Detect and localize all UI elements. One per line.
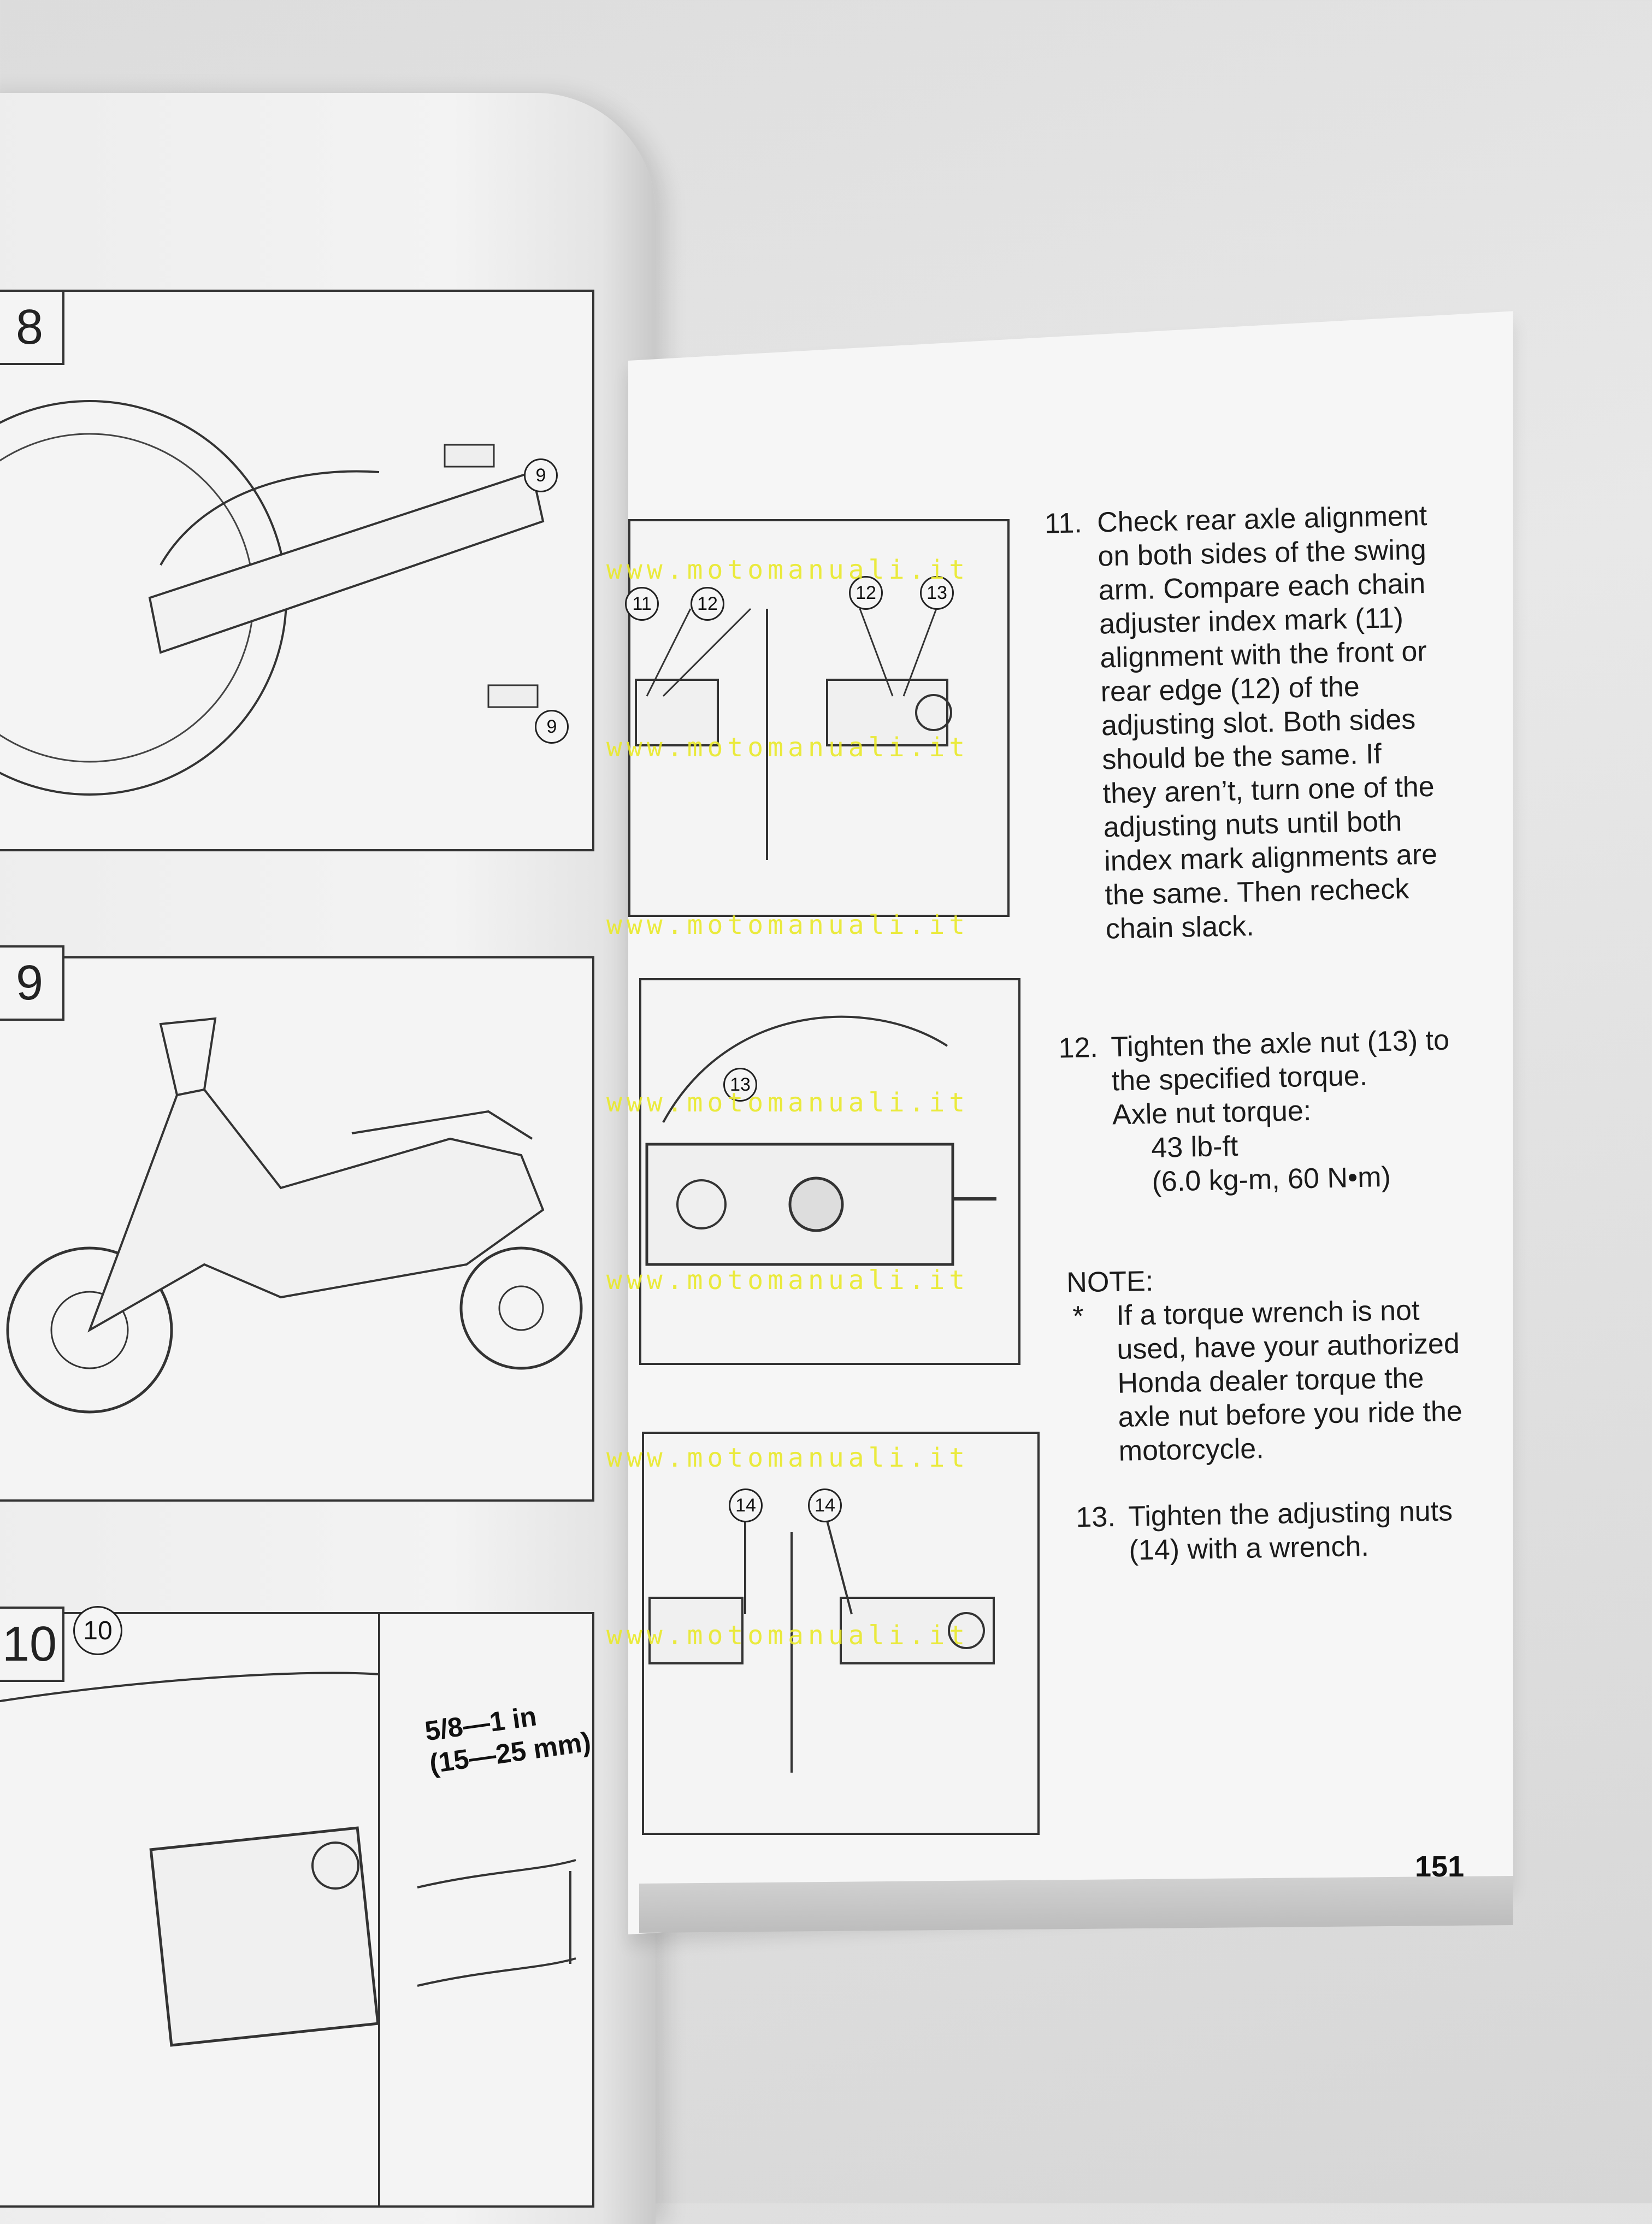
callout-12-left: 12	[691, 587, 724, 621]
page-edge	[639, 1876, 1513, 1933]
step-11-number: 11.	[1044, 507, 1083, 540]
callout-9-top: 9	[524, 458, 558, 492]
note-block: NOTE: * If a torque wrench is not used, …	[1066, 1259, 1474, 1469]
torque-metric: (6.0 kg-m, 60 N•m)	[1152, 1161, 1391, 1198]
step-11-text: Check rear axle alignment on both sides …	[1096, 499, 1438, 945]
axle-alignment-figure: 11 12 12 13	[625, 519, 1010, 917]
step-11: 11. Check rear axle alignment on both si…	[1045, 499, 1447, 948]
callout-12-right: 12	[849, 576, 883, 610]
figure-8-drawing	[0, 400, 545, 796]
page-number: 151	[1415, 1850, 1465, 1883]
callout-11: 11	[625, 587, 659, 621]
figure-8-number: 8	[0, 290, 64, 365]
callout-9-bottom: 9	[535, 710, 569, 744]
figure-10: 10 5/8—1 in (15—25 mm)	[0, 1606, 594, 2208]
torque-spec: Axle nut torque: 43 lb-ft (6.0 kg-m, 60 …	[1112, 1091, 1455, 1199]
callout-14-right: 14	[808, 1488, 842, 1522]
callout-13-top: 13	[920, 576, 954, 610]
axle-alignment-drawing	[635, 608, 952, 860]
adjusting-nuts-figure: 14 14	[642, 1432, 1040, 1835]
watermark-5: www.motomanuali.it	[606, 1265, 970, 1296]
watermark-4: www.motomanuali.it	[606, 1087, 970, 1118]
watermark-2: www.motomanuali.it	[606, 732, 970, 763]
watermark-7: www.motomanuali.it	[606, 1620, 970, 1651]
figure-8: 9 9	[0, 290, 594, 851]
axle-nut-figure: 13	[639, 978, 1020, 1365]
step-12-text: Tighten the axle nut (13) to the specifi…	[1110, 1024, 1450, 1097]
adjusting-nuts-drawing	[648, 1510, 995, 1773]
step-13-number: 13.	[1076, 1501, 1116, 1534]
step-13: 13. Tighten the adjusting nuts (14) with…	[1076, 1494, 1470, 1569]
figure-10-number: 10	[0, 1607, 64, 1682]
figure-10-drawing	[0, 1614, 576, 2205]
step-12: 12. Tighten the axle nut (13) to the spe…	[1058, 1023, 1455, 1201]
callout-10: 10	[73, 1606, 122, 1655]
watermark-1: www.motomanuali.it	[606, 555, 970, 585]
callout-14-left: 14	[729, 1488, 763, 1522]
note-text: If a torque wrench is not used, have you…	[1116, 1295, 1463, 1467]
axle-nut-drawing	[645, 1015, 996, 1266]
watermark-6: www.motomanuali.it	[606, 1443, 970, 1473]
torque-value: 43 lb-ft	[1150, 1130, 1238, 1164]
step-12-number: 12.	[1058, 1032, 1099, 1064]
figure-9	[0, 956, 594, 1502]
watermark-3: www.motomanuali.it	[606, 910, 970, 940]
figure-9-number: 9	[0, 945, 64, 1021]
figure-9-drawing	[6, 1017, 583, 1414]
callout-13-middle: 13	[723, 1068, 757, 1102]
note-bullet: *	[1072, 1300, 1084, 1333]
step-13-text: Tighten the adjusting nuts (14) with a w…	[1128, 1495, 1453, 1567]
